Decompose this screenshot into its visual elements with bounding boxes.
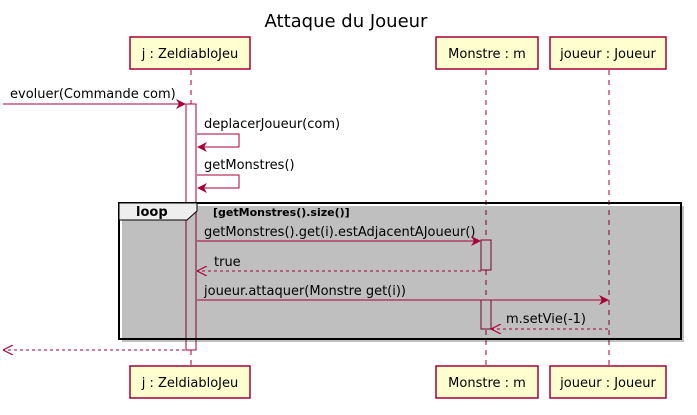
participant-monstre-top: Monstre : m	[435, 36, 539, 70]
participant-jeu-label: j : ZeldiabloJeu	[141, 47, 239, 62]
diagram-title: Attaque du Joueur	[265, 11, 429, 32]
participant-jeu-top: j : ZeldiabloJeu	[129, 36, 251, 70]
loop-condition: [getMonstres().size()]	[213, 206, 350, 219]
message-label: joueur.attaquer(Monstre get(i))	[203, 284, 406, 299]
participant-jeu-label: j : ZeldiabloJeu	[141, 376, 239, 391]
message-attaquer: joueur.attaquer(Monstre get(i))	[197, 284, 609, 305]
participant-monstre-bottom: Monstre : m	[435, 365, 539, 399]
activation-jeu	[185, 103, 197, 351]
message-deplacer-joueur: deplacerJoueur(com)	[197, 117, 340, 152]
message-arrow	[197, 174, 240, 193]
participant-joueur-label: joueur : Joueur	[559, 376, 656, 391]
participant-monstre-label: Monstre : m	[448, 47, 526, 62]
participant-monstre-label: Monstre : m	[448, 376, 526, 391]
message-evoluer: evoluer(Commande com)	[3, 87, 186, 109]
message-label: deplacerJoueur(com)	[204, 117, 340, 132]
message-true-return: true	[198, 255, 481, 271]
message-label: getMonstres().get(i).estAdjacentAJoueur(…	[204, 225, 475, 240]
message-label: m.setVie(-1)	[506, 312, 586, 327]
activation-monstre-1	[480, 239, 492, 271]
loop-keyword: loop	[136, 205, 168, 220]
message-label: evoluer(Commande com)	[10, 87, 176, 102]
participant-joueur-label: joueur : Joueur	[559, 47, 656, 62]
participant-joueur-top: joueur : Joueur	[549, 36, 667, 70]
message-set-vie: m.setVie(-1)	[492, 312, 608, 329]
loop-frame: loop [getMonstres().size()]	[118, 202, 684, 342]
participant-jeu-bottom: j : ZeldiabloJeu	[129, 365, 251, 399]
participant-joueur-bottom: joueur : Joueur	[549, 365, 667, 399]
message-label: getMonstres()	[204, 158, 295, 173]
message-est-adjacent: getMonstres().get(i).estAdjacentAJoueur(…	[197, 225, 481, 246]
message-label: true	[214, 255, 241, 270]
message-arrow	[197, 133, 240, 152]
message-get-monstres: getMonstres()	[197, 158, 295, 193]
